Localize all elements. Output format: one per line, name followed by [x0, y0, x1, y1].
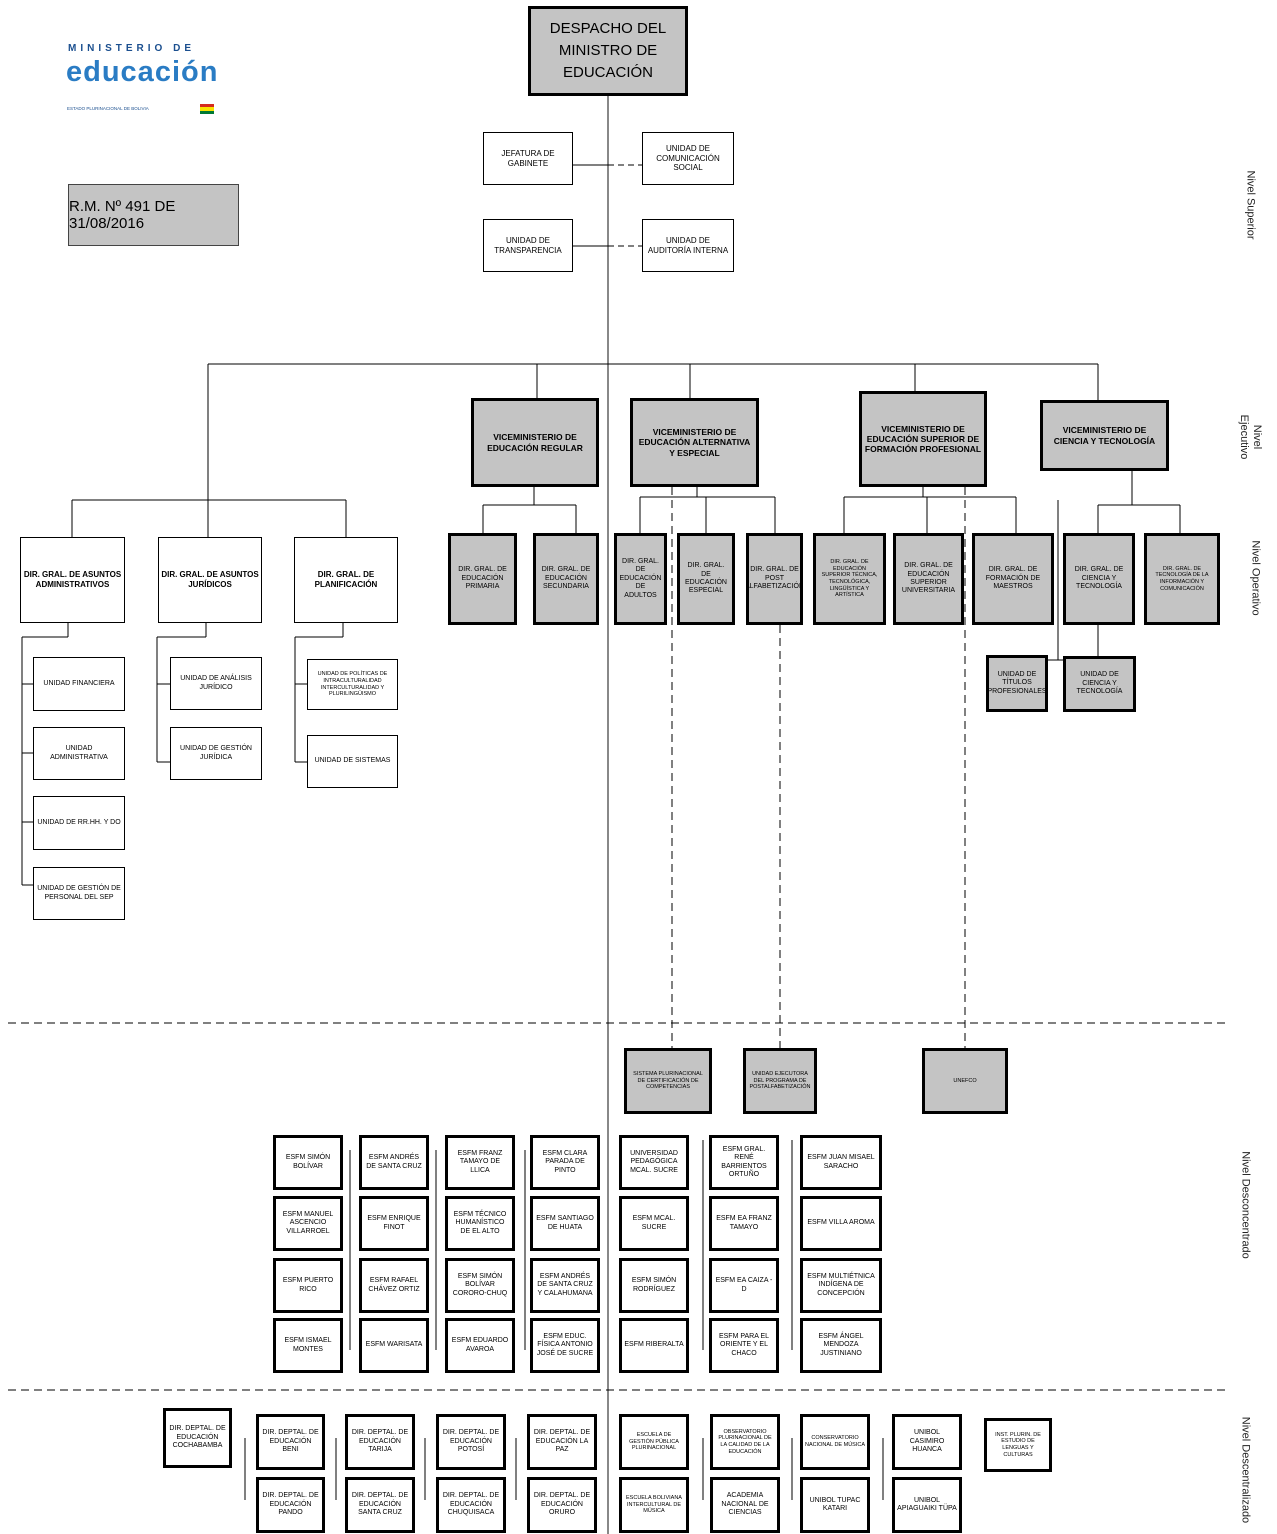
dir-deptal-tarija-box: DIR. DEPTAL. DE EDUCACIÓN TARIJA — [345, 1414, 415, 1470]
esfm-box: ESFM EDUARDO AVAROA — [445, 1318, 515, 1373]
esfm-box: ESFM WARISATA — [359, 1318, 429, 1373]
unidad-administrativa-box: UNIDAD ADMINISTRATIVA — [33, 727, 125, 780]
certificacion-competencias-box: SISTEMA PLURINACIONAL DE CERTIFICACIÓN D… — [624, 1048, 712, 1114]
dir-formacion-maestros-box: DIR. GRAL. DE FORMACIÓN DE MAESTROS — [972, 533, 1054, 625]
esfm-box: ESFM GRAL. RENÉ BARRIENTOS ORTUÑO — [709, 1135, 779, 1190]
unibol-apiaguaiki-box: UNIBOL APIAGUAIKI TÜPA — [892, 1477, 962, 1533]
esfm-box: ESFM TÉCNICO HUMANÍSTICO DE EL ALTO — [445, 1196, 515, 1251]
esfm-box: ESFM EDUC. FÍSICA ANTONIO JOSÉ DE SUCRE — [530, 1318, 600, 1373]
esfm-box: UNIVERSIDAD PEDAGÓGICA MCAL. SUCRE — [619, 1135, 689, 1190]
unefco-box: UNEFCO — [922, 1048, 1008, 1114]
bolivia-flag-icon — [200, 104, 214, 114]
esfm-box: ESFM FRANZ TAMAYO DE LLICA — [445, 1135, 515, 1190]
esfm-box: ESFM CLARA PARADA DE PINTO — [530, 1135, 600, 1190]
esfm-box: ESFM ANDRÉS DE SANTA CRUZ Y CALAHUMANA — [530, 1258, 600, 1313]
academia-ciencias-box: ACADEMIA NACIONAL DE CIENCIAS — [710, 1477, 780, 1533]
conservatorio-box: CONSERVATORIO NACIONAL DE MÚSICA — [800, 1414, 870, 1470]
esfm-box: ESFM SIMÓN BOLÍVAR — [273, 1135, 343, 1190]
vice-educacion-regular-box: VICEMINISTERIO DE EDUCACIÓN REGULAR — [471, 398, 599, 487]
esfm-box: ESFM ENRIQUE FINOT — [359, 1196, 429, 1251]
esfm-box: ESFM VILLA AROMA — [800, 1196, 882, 1251]
dir-deptal-oruro-box: DIR. DEPTAL. DE EDUCACIÓN ORURO — [527, 1477, 597, 1533]
dir-asuntos-juridicos-box: DIR. GRAL. DE ASUNTOS JURÍDICOS — [158, 537, 262, 623]
unidad-rrhh-box: UNIDAD DE RR.HH. Y DO — [33, 796, 125, 850]
auditoria-interna-box: UNIDAD DE AUDITORÍA INTERNA — [642, 219, 734, 272]
comunicacion-social-box: UNIDAD DE COMUNICACIÓN SOCIAL — [642, 132, 734, 185]
esfm-box: ESFM ÁNGEL MENDOZA JUSTINIANO — [800, 1318, 882, 1373]
transparencia-box: UNIDAD DE TRANSPARENCIA — [483, 219, 573, 272]
logo-ministerio-text: MINISTERIO DE — [68, 43, 196, 54]
esfm-box: ESFM SIMÓN BOLÍVAR CORORO-CHUQ — [445, 1258, 515, 1313]
dir-educacion-especial-box: DIR. GRAL. DE EDUCACIÓN ESPECIAL — [677, 533, 735, 625]
unidad-titulos-box: UNIDAD DE TÍTULOS PROFESIONALES — [986, 655, 1048, 712]
esfm-box: ESFM PARA EL ORIENTE Y EL CHACO — [709, 1318, 779, 1373]
despacho-ministro-box: DESPACHO DEL MINISTRO DE EDUCACIÓN — [528, 6, 688, 96]
esfm-box: ESFM SANTIAGO DE HUATA — [530, 1196, 600, 1251]
dir-educacion-secundaria-box: DIR. GRAL. DE EDUCACIÓN SECUNDARIA — [533, 533, 599, 625]
esfm-box: ESFM MULTIÉTNICA INDÍGENA DE CONCEPCIÓN — [800, 1258, 882, 1313]
dir-deptal-la-paz-box: DIR. DEPTAL. DE EDUCACIÓN LA PAZ — [527, 1414, 597, 1470]
esfm-box: ESFM MCAL. SUCRE — [619, 1196, 689, 1251]
resolution-label: R.M. Nº 491 DE 31/08/2016 — [68, 184, 239, 246]
unidad-ejecutora-box: UNIDAD EJECUTORA DEL PROGRAMA DE POSTALF… — [743, 1048, 817, 1114]
dir-deptal-cochabamba-box: DIR. DEPTAL. DE EDUCACIÓN COCHABAMBA — [163, 1408, 232, 1468]
esfm-box: ESFM EA FRANZ TAMAYO — [709, 1196, 779, 1251]
esfm-box: ESFM JUAN MISAEL SARACHO — [800, 1135, 882, 1190]
ministry-logo: MINISTERIO DE educación ESTADO PLURINACI… — [60, 40, 230, 120]
vice-ciencia-tecnologia-box: VICEMINISTERIO DE CIENCIA Y TECNOLOGÍA — [1040, 400, 1169, 471]
unidad-politicas-box: UNIDAD DE POLÍTICAS DE INTRACULTURALIDAD… — [307, 659, 398, 710]
jefatura-gabinete-box: JEFATURA DE GABINETE — [483, 132, 573, 185]
unidad-analisis-juridico-box: UNIDAD DE ANÁLISIS JURÍDICO — [170, 657, 262, 710]
esfm-box: ESFM EA CAIZA - D — [709, 1258, 779, 1313]
escuela-gestion-publica-box: ESCUELA DE GESTIÓN PÚBLICA PLURINACIONAL — [619, 1414, 689, 1470]
escuela-musica-box: ESCUELA BOLIVIANA INTERCULTURAL DE MÚSIC… — [619, 1477, 689, 1533]
esfm-box: ESFM ISMAEL MONTES — [273, 1318, 343, 1373]
dir-deptal-potosi-box: DIR. DEPTAL. DE EDUCACIÓN POTOSÍ — [436, 1414, 506, 1470]
vice-alternativa-especial-box: VICEMINISTERIO DE EDUCACIÓN ALTERNATIVA … — [630, 398, 759, 487]
dir-deptal-chuquisaca-box: DIR. DEPTAL. DE EDUCACIÓN CHUQUISACA — [436, 1477, 506, 1533]
logo-educacion-text: educación — [66, 56, 219, 88]
unidad-gestion-personal-box: UNIDAD DE GESTIÓN DE PERSONAL DEL SEP — [33, 867, 125, 920]
unidad-financiera-box: UNIDAD FINANCIERA — [33, 657, 125, 711]
dir-deptal-santa-cruz-box: DIR. DEPTAL. DE EDUCACIÓN SANTA CRUZ — [345, 1477, 415, 1533]
unibol-casimiro-box: UNIBOL CASIMIRO HUANCA — [892, 1414, 962, 1470]
dir-educacion-adultos-box: DIR. GRAL. DE EDUCACIÓN DE ADULTOS — [614, 533, 667, 625]
dir-deptal-beni-box: DIR. DEPTAL. DE EDUCACIÓN BENI — [256, 1414, 325, 1470]
ipelc-box: INST. PLURIN. DE ESTUDIO DE LENGUAS Y CU… — [984, 1418, 1052, 1472]
dir-deptal-pando-box: DIR. DEPTAL. DE EDUCACIÓN PANDO — [256, 1477, 325, 1533]
esfm-box: ESFM SIMÓN RODRÍGUEZ — [619, 1258, 689, 1313]
unidad-sistemas-box: UNIDAD DE SISTEMAS — [307, 735, 398, 788]
esfm-box: ESFM RAFAEL CHÁVEZ ORTIZ — [359, 1258, 429, 1313]
dir-asuntos-administrativos-box: DIR. GRAL. DE ASUNTOS ADMINISTRATIVOS — [20, 537, 125, 623]
esfm-box: ESFM RIBERALTA — [619, 1318, 689, 1373]
unibol-tupac-katari-box: UNIBOL TUPAC KATARI — [800, 1477, 870, 1533]
esfm-box: ESFM MANUEL ASCENCIO VILLARROEL — [273, 1196, 343, 1251]
dir-post-alfabetizacion-box: DIR. GRAL. DE POST ALFABETIZACIÓN — [746, 533, 803, 625]
dir-superior-universitaria-box: DIR. GRAL. DE EDUCACIÓN SUPERIOR UNIVERS… — [893, 533, 964, 625]
unidad-gestion-juridica-box: UNIDAD DE GESTIÓN JURÍDICA — [170, 727, 262, 780]
dir-ciencia-tecnologia-box: DIR. GRAL. DE CIENCIA Y TECNOLOGÍA — [1063, 533, 1135, 625]
dir-superior-tecnica-box: DIR. GRAL. DE EDUCACIÓN SUPERIOR TÉCNICA… — [813, 533, 886, 625]
dir-planificacion-box: DIR. GRAL. DE PLANIFICACIÓN — [294, 537, 398, 623]
esfm-box: ESFM ANDRÉS DE SANTA CRUZ — [359, 1135, 429, 1190]
dir-educacion-primaria-box: DIR. GRAL. DE EDUCACIÓN PRIMARIA — [448, 533, 517, 625]
dir-tecnologia-informacion-box: DIR. GRAL. DE TECNOLOGÍA DE LA INFORMACI… — [1144, 533, 1220, 625]
logo-estado-text: ESTADO PLURINACIONAL DE BOLIVIA — [67, 106, 149, 111]
vice-educacion-superior-box: VICEMINISTERIO DE EDUCACIÓN SUPERIOR DE … — [859, 391, 987, 487]
observatorio-box: OBSERVATORIO PLURINACIONAL DE LA CALIDAD… — [710, 1414, 780, 1470]
unidad-ciencia-tecnologia-box: UNIDAD DE CIENCIA Y TECNOLOGÍA — [1063, 656, 1136, 712]
esfm-box: ESFM PUERTO RICO — [273, 1258, 343, 1313]
